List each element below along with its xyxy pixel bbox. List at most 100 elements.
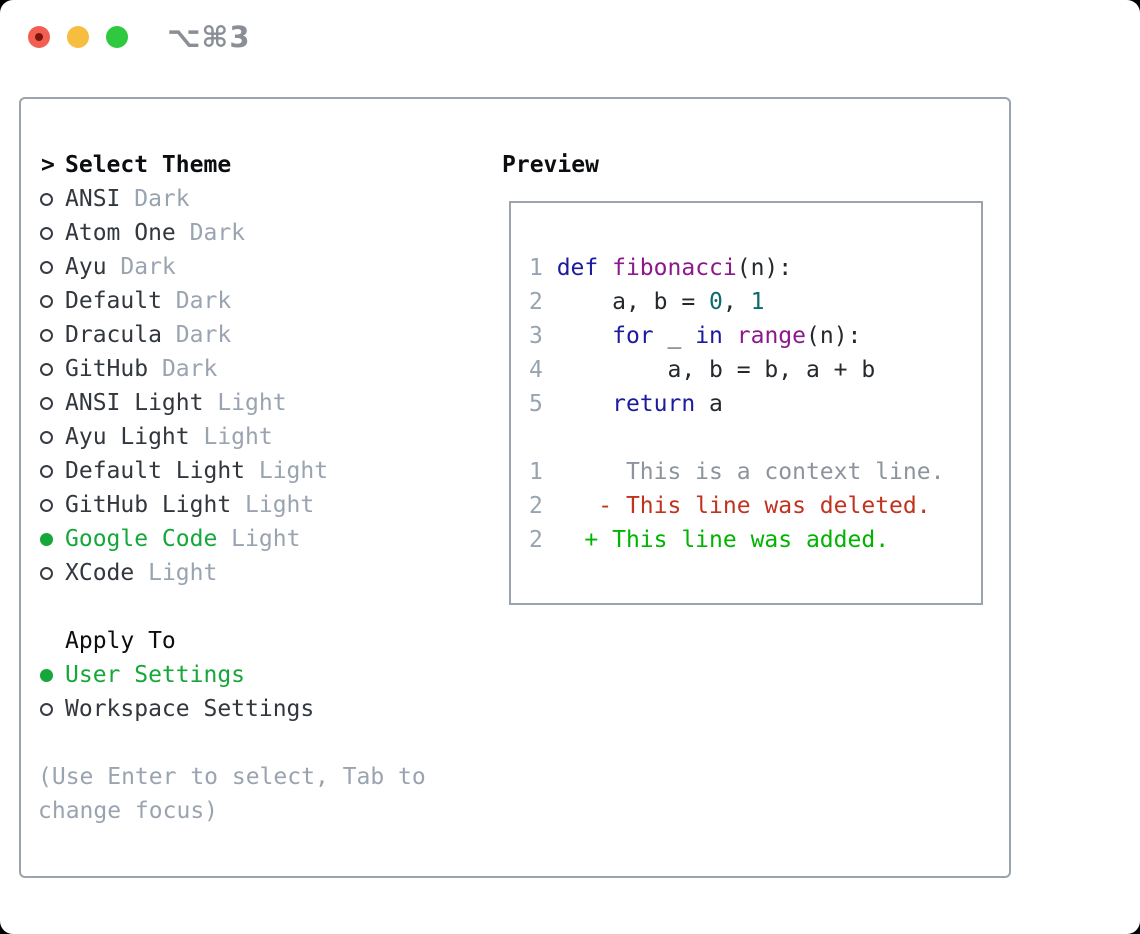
theme-variant-tag: Light: [217, 526, 301, 552]
theme-item-label: Default Light: [65, 458, 246, 484]
focus-caret-icon: >: [41, 152, 55, 178]
theme-item-xcode[interactable]: XCode Light: [38, 556, 426, 590]
theme-item-github-light[interactable]: GitHub Light Light: [38, 488, 426, 522]
radio-icon: [38, 318, 65, 352]
theme-item-ayu-light[interactable]: Ayu Light Light: [38, 420, 426, 454]
token-plain: a: [695, 391, 723, 417]
spacer: [38, 590, 426, 624]
theme-item-label: Ayu Light: [65, 424, 190, 450]
token-plain: _: [653, 323, 696, 349]
token-keyword: for: [612, 323, 654, 349]
theme-item-label: ANSI Light: [65, 390, 204, 416]
theme-item-label: Dracula: [65, 322, 162, 348]
close-button[interactable]: [28, 26, 50, 48]
code-line: [529, 421, 981, 455]
theme-item-github[interactable]: GitHub Dark: [38, 352, 426, 386]
code-line: 1 def fibonacci(n):: [529, 251, 981, 285]
titlebar: ⌥⌘3: [0, 0, 1140, 74]
code-line: 3 for _ in range(n):: [529, 319, 981, 353]
token-plain: a, b = b, a + b: [556, 357, 876, 383]
line-number: 2: [529, 493, 557, 519]
theme-item-label: Atom One: [65, 220, 176, 246]
code-line: 4 a, b = b, a + b: [529, 353, 981, 387]
theme-variant-tag: Light: [189, 424, 273, 450]
token-plain: (n):: [806, 323, 862, 349]
apply-option-label: Workspace Settings: [65, 696, 315, 722]
theme-variant-tag: Dark: [148, 356, 218, 382]
radio-icon: [38, 692, 65, 726]
apply-to-header: Apply To: [38, 624, 426, 658]
theme-variant-tag: Dark: [120, 186, 190, 212]
radio-icon: [38, 386, 65, 420]
token-plain: [557, 323, 612, 349]
theme-item-atom-one[interactable]: Atom One Dark: [38, 216, 426, 250]
theme-item-label: Ayu: [65, 254, 107, 280]
apply-option-workspace-settings[interactable]: Workspace Settings: [38, 692, 426, 726]
token-keyword: return: [612, 391, 696, 417]
window-shortcut-label: ⌥⌘3: [167, 20, 251, 54]
line-number: 4: [529, 357, 557, 383]
line-number: 2: [529, 289, 557, 315]
theme-item-google-code[interactable]: Google Code Light: [38, 522, 426, 556]
close-edited-dot-icon: [35, 33, 43, 41]
apply-option-label: User Settings: [65, 662, 246, 688]
code-line: 2 - This line was deleted.: [529, 489, 981, 523]
keyboard-hint-line2: change focus): [38, 798, 219, 824]
radio-icon: [38, 352, 65, 386]
radio-icon: [38, 250, 65, 284]
radio-selected-icon: [38, 658, 65, 692]
token-function: range: [736, 323, 806, 349]
token-function: fibonacci: [612, 255, 737, 281]
spacer: [38, 726, 426, 760]
token-context: This is a context line.: [556, 459, 945, 485]
theme-item-ansi[interactable]: ANSI Dark: [38, 182, 426, 216]
theme-item-default[interactable]: Default Dark: [38, 284, 426, 318]
theme-item-default-light[interactable]: Default Light Light: [38, 454, 426, 488]
line-number: 2: [529, 527, 557, 553]
radio-icon: [38, 420, 65, 454]
keyboard-hint: (Use Enter to select, Tab to change focu…: [38, 760, 426, 828]
select-theme-header: > Select Theme: [38, 148, 426, 182]
radio-icon: [38, 216, 65, 250]
theme-item-dracula[interactable]: Dracula Dark: [38, 318, 426, 352]
theme-variant-tag: Light: [134, 560, 218, 586]
theme-item-label: GitHub Light: [65, 492, 232, 518]
minimize-button[interactable]: [67, 26, 89, 48]
apply-to-header-label: Apply To: [65, 628, 176, 654]
token-keyword: def: [556, 255, 599, 281]
line-number: 3: [529, 323, 557, 349]
theme-variant-tag: Light: [231, 492, 315, 518]
theme-item-label: Default: [65, 288, 162, 314]
radio-icon: [38, 488, 65, 522]
theme-variant-tag: Light: [245, 458, 329, 484]
radio-icon: [38, 182, 65, 216]
code-line: 1 This is a context line.: [529, 455, 981, 489]
token-number: 1: [750, 289, 765, 315]
token-plain: ,: [722, 289, 751, 315]
line-number: 5: [529, 391, 557, 417]
keyboard-hint-line1: (Use Enter to select, Tab to: [38, 764, 426, 790]
theme-variant-tag: Dark: [175, 220, 246, 246]
radio-icon: [38, 556, 65, 590]
token-plain: [557, 391, 612, 417]
token-plain: (n):: [736, 255, 793, 281]
theme-variant-tag: Dark: [161, 288, 232, 314]
line-number: 1: [529, 255, 557, 281]
theme-variant-tag: Dark: [161, 322, 232, 348]
code-line: 2 a, b = 0, 1: [529, 285, 981, 319]
zoom-button[interactable]: [106, 26, 128, 48]
token-number: 0: [709, 289, 723, 315]
theme-item-ansi-light[interactable]: ANSI Light Light: [38, 386, 426, 420]
token-added: + This line was added.: [556, 527, 890, 553]
theme-item-label: Google Code: [65, 526, 218, 552]
radio-icon: [38, 284, 65, 318]
apply-option-user-settings[interactable]: User Settings: [38, 658, 426, 692]
theme-item-ayu[interactable]: Ayu Dark: [38, 250, 426, 284]
preview-title: Preview: [502, 152, 599, 178]
theme-variant-tag: Light: [203, 390, 287, 416]
